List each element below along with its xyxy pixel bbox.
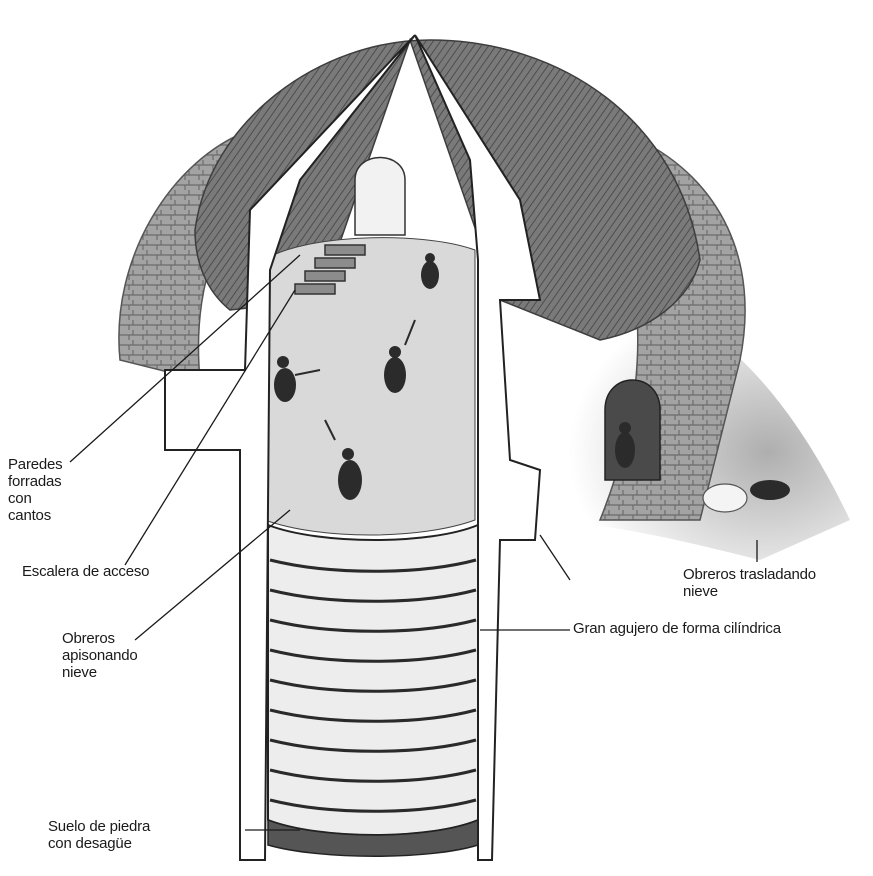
label-stairs: Escalera de acceso	[22, 563, 149, 580]
label-workers-tamping-line1: Obreros	[62, 630, 138, 647]
label-floor-line2: con desagüe	[48, 835, 150, 852]
label-floor-line1: Suelo de piedra	[48, 818, 150, 835]
label-walls: Paredes forradas con cantos	[8, 456, 62, 524]
label-floor: Suelo de piedra con desagüe	[48, 818, 150, 852]
label-hole-text: Gran agujero de forma cilíndrica	[573, 620, 781, 637]
label-workers-moving-line1: Obreros trasladando	[683, 566, 816, 583]
side-arch-door	[605, 380, 660, 480]
label-walls-line3: con	[8, 490, 62, 507]
snow-pile	[703, 484, 747, 512]
label-workers-tamping: Obreros apisonando nieve	[62, 630, 138, 681]
label-hole: Gran agujero de forma cilíndrica	[573, 620, 781, 637]
chamber-interior	[265, 238, 475, 535]
label-workers-tamping-line2: apisonando	[62, 647, 138, 664]
label-workers-moving: Obreros trasladando nieve	[683, 566, 816, 600]
label-walls-line4: cantos	[8, 507, 62, 524]
label-workers-moving-line2: nieve	[683, 583, 816, 600]
label-walls-line1: Paredes	[8, 456, 62, 473]
label-workers-tamping-line3: nieve	[62, 664, 138, 681]
label-walls-line2: forradas	[8, 473, 62, 490]
label-stairs-text: Escalera de acceso	[22, 563, 149, 580]
top-arch-door	[355, 158, 405, 236]
